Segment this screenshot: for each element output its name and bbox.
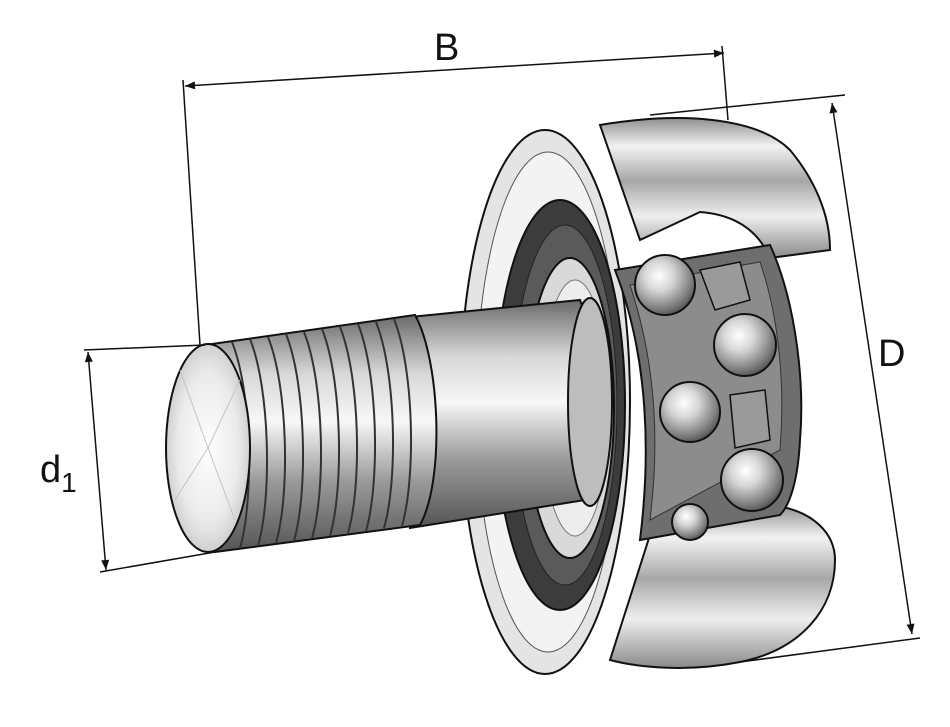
outer-diameter-dimension-line [829,102,915,635]
thread-grooves [231,318,412,549]
width-label: B [434,27,459,69]
dimension-lines [83,45,921,663]
stud-diameter-symbol: d [40,449,61,491]
stud-diameter-dimension-line [84,351,110,571]
ball [720,448,784,512]
ball [671,503,709,541]
ball-cage [698,261,771,449]
outer-diameter-label: D [878,333,905,375]
ball [713,313,777,377]
rolling-balls [634,254,784,541]
ball [634,254,696,316]
width-dimension-line [184,49,725,90]
ball [659,381,721,443]
stud-diameter-label: d1 [40,449,77,498]
stud-shaft [165,297,613,554]
stud-diameter-subscript: 1 [61,467,77,498]
